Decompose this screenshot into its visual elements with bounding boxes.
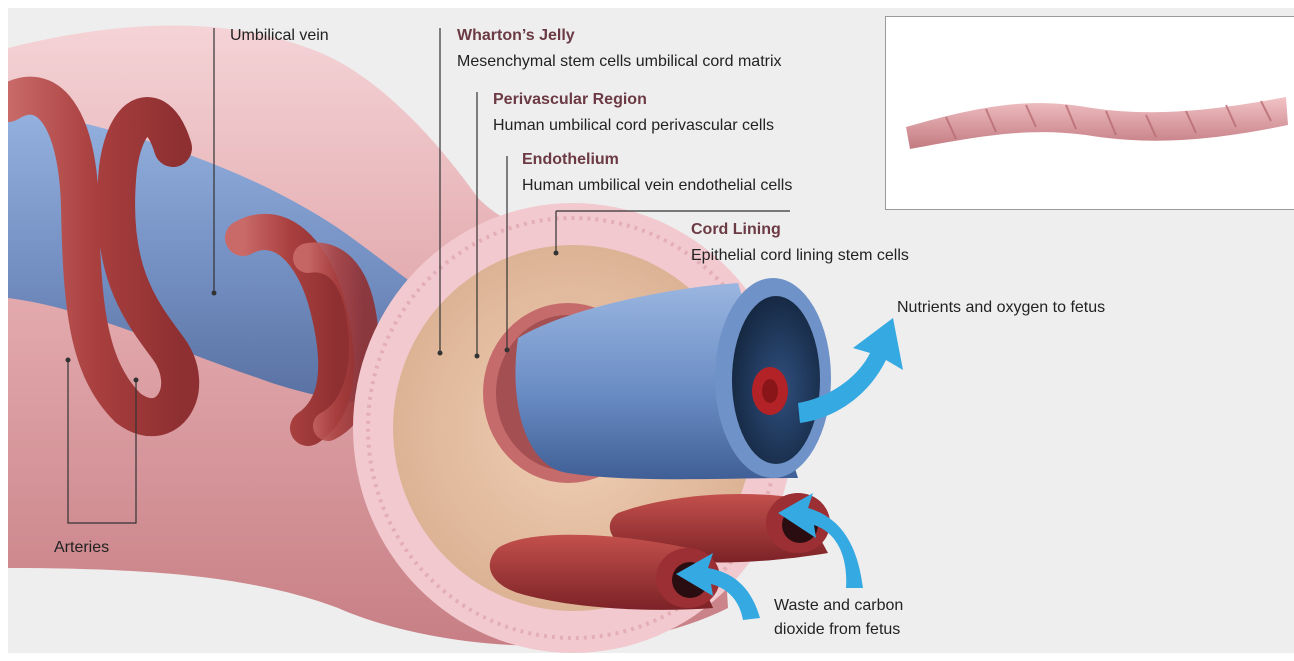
label-whartons-jelly-desc: Mesenchymal stem cells umbilical cord ma… bbox=[457, 52, 782, 72]
diagram-canvas: Umbilical vein Arteries Wharton’s Jelly … bbox=[8, 8, 1294, 653]
inset-full-cord bbox=[885, 16, 1294, 210]
label-perivascular-title: Perivascular Region bbox=[493, 90, 647, 110]
label-endothelium-title: Endothelium bbox=[522, 150, 619, 170]
label-nutrients: Nutrients and oxygen to fetus bbox=[897, 298, 1105, 318]
label-perivascular-desc: Human umbilical cord perivascular cells bbox=[493, 116, 774, 136]
label-umbilical-vein: Umbilical vein bbox=[230, 26, 329, 46]
label-whartons-jelly-title: Wharton’s Jelly bbox=[457, 26, 575, 46]
label-cord-lining-desc: Epithelial cord lining stem cells bbox=[691, 246, 909, 266]
label-endothelium-desc: Human umbilical vein endothelial cells bbox=[522, 176, 792, 196]
label-waste-line2: dioxide from fetus bbox=[774, 620, 900, 640]
full-cord-icon bbox=[886, 17, 1294, 209]
label-arteries: Arteries bbox=[54, 538, 109, 558]
label-cord-lining-title: Cord Lining bbox=[691, 220, 781, 240]
label-waste-line1: Waste and carbon bbox=[774, 596, 903, 616]
